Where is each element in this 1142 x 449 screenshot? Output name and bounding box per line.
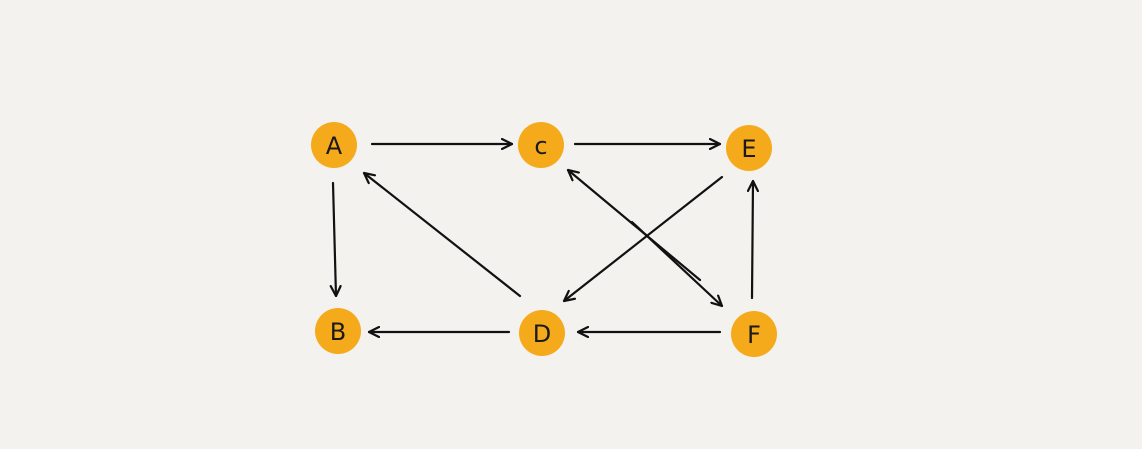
node-b: B bbox=[315, 308, 361, 354]
node-label-d: D bbox=[533, 320, 551, 348]
edge-f-to-e bbox=[752, 179, 753, 300]
node-circle-e bbox=[726, 125, 772, 171]
node-circle-d bbox=[519, 310, 565, 356]
edge-e-to-d bbox=[562, 175, 724, 303]
node-label-a: A bbox=[326, 132, 343, 160]
node-c: c bbox=[518, 122, 564, 168]
node-a: A bbox=[311, 122, 357, 168]
node-circle-a bbox=[311, 122, 357, 168]
node-circle-b bbox=[315, 308, 361, 354]
node-d: D bbox=[519, 310, 565, 356]
node-label-e: E bbox=[741, 135, 756, 163]
node-circle-c bbox=[518, 122, 564, 168]
node-label-f: F bbox=[747, 321, 761, 349]
node-e: E bbox=[726, 125, 772, 171]
edge-c-to-f bbox=[630, 220, 724, 308]
node-label-b: B bbox=[330, 318, 346, 346]
edge-a-to-b bbox=[333, 181, 336, 298]
node-label-c: c bbox=[534, 132, 547, 160]
edge-d-to-a bbox=[362, 171, 522, 298]
node-circle-f bbox=[731, 311, 777, 357]
node-f: F bbox=[731, 311, 777, 357]
edges-layer bbox=[333, 144, 753, 332]
